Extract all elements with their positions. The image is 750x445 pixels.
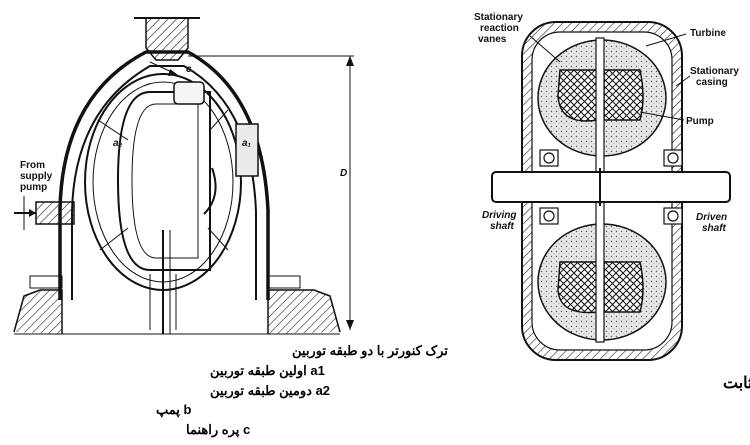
driving-shaft-label-line-1: Driving: [482, 210, 516, 221]
caption-line-1: ترک کنورتر با دو طبقه توربین: [292, 343, 448, 359]
stationary-vanes-label-line-3: vanes: [478, 34, 507, 45]
supply-pump-label-line-3: pump: [20, 182, 47, 193]
right-caption: تورکانوتور با یک استاتور ثابت: [723, 375, 750, 393]
supply-pump-label-line-1: From: [20, 160, 45, 171]
left-caption-block: ترک کنورتر با دو طبقه توربین a1 اولین طب…: [156, 343, 448, 438]
caption-line-2: a1 اولین طبقه توربین: [210, 363, 325, 379]
label-a2: a₂: [113, 138, 123, 149]
right-figure-labels: Stationary reaction vanes Turbine Statio…: [474, 12, 739, 234]
stationary-casing-label-line-2: casing: [696, 77, 728, 88]
label-c: c: [186, 64, 192, 75]
caption-line-4: b پمپ: [156, 402, 192, 418]
driving-shaft-label-line-2: shaft: [490, 221, 515, 232]
turbine-label: Turbine: [690, 28, 726, 39]
driven-shaft-label-line-1: Driven: [696, 212, 727, 223]
pump-label: Pump: [686, 116, 714, 127]
stationary-casing-label-line-1: Stationary: [690, 66, 739, 77]
caption-line-5: c پره راهنما: [186, 422, 250, 438]
label-d: D: [340, 168, 347, 179]
driven-shaft-label-line-2: shaft: [702, 223, 727, 234]
supply-pump-label-line-2: supply: [20, 171, 53, 182]
fixed-stator-converter-drawing: [491, 21, 731, 361]
caption-line-3: a2 دومین طبقه توربین: [210, 383, 330, 399]
label-a1: a₁: [242, 138, 252, 149]
two-stage-converter-drawing: [13, 17, 354, 335]
left-figure-labels: From supply pump c a₂ a₁ D: [20, 64, 347, 193]
stationary-vanes-label-line-2: reaction: [480, 23, 519, 34]
stationary-vanes-label-line-1: Stationary: [474, 12, 523, 23]
